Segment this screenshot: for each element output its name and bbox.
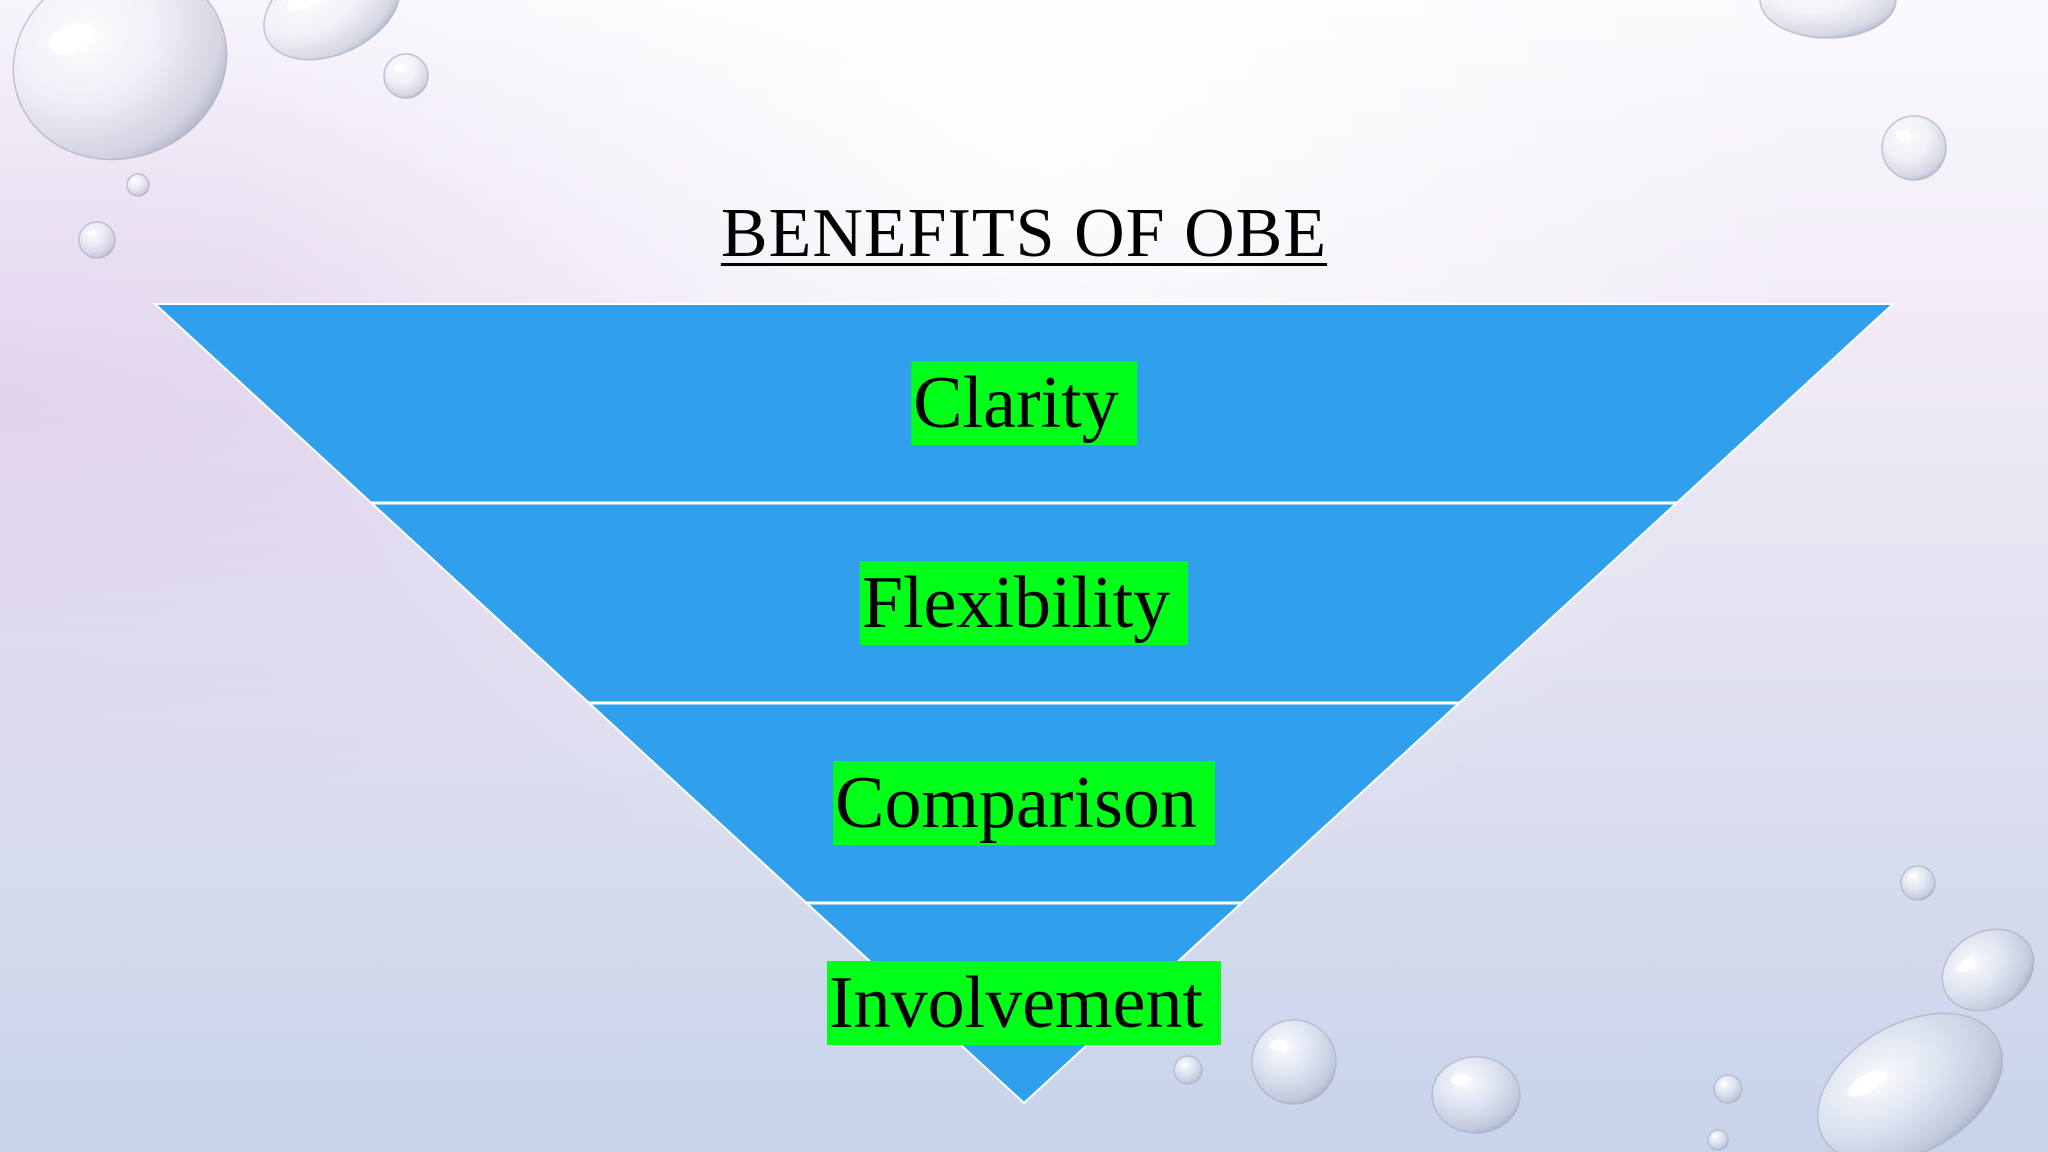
water-droplet-highlight	[1180, 1062, 1187, 1067]
water-droplet-highlight	[1956, 958, 1976, 973]
water-droplet-icon	[1941, 928, 2035, 1012]
slide-title: BENEFITS OF OBE	[720, 195, 1328, 272]
water-droplet-icon	[1759, 0, 1897, 39]
water-droplet-highlight	[1847, 1069, 1887, 1097]
water-droplet-icon	[263, 0, 401, 61]
water-droplet-highlight	[1720, 1081, 1727, 1086]
water-droplet-highlight	[1270, 1039, 1289, 1052]
water-droplet-highlight	[1895, 130, 1910, 140]
water-droplet-highlight	[286, 0, 316, 11]
water-droplet-highlight	[1712, 1134, 1717, 1138]
water-droplet-highlight	[1908, 873, 1916, 879]
funnel-level-4-label: Involvement	[826, 961, 1222, 1045]
water-droplet-icon	[12, 0, 228, 161]
water-droplet-highlight	[393, 64, 404, 71]
water-droplet-highlight	[131, 178, 137, 183]
water-droplet-highlight	[1450, 1074, 1471, 1086]
water-droplet-highlight	[48, 23, 95, 54]
funnel-level-2-label: Flexibility	[859, 561, 1189, 645]
water-droplet-highlight	[86, 230, 95, 236]
funnel-level-3-label: Comparison	[833, 761, 1215, 845]
water-droplet-icon	[1816, 1012, 2004, 1152]
funnel-level-1-label: Clarity	[911, 361, 1137, 445]
